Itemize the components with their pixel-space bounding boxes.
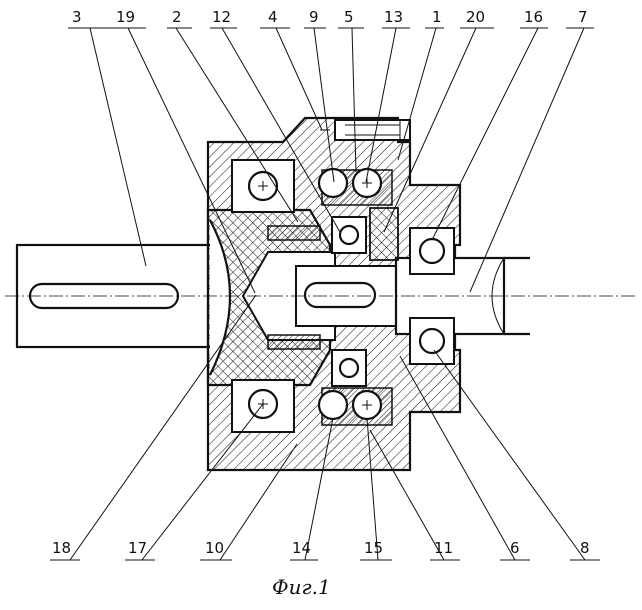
label-15: 15 xyxy=(364,539,383,557)
label-7: 7 xyxy=(578,8,588,26)
label-16: 16 xyxy=(524,8,543,26)
label-6: 6 xyxy=(510,539,520,557)
label-2: 2 xyxy=(172,8,182,26)
label-9: 9 xyxy=(309,8,319,26)
small-bearing-top xyxy=(332,217,366,253)
balls-bottom xyxy=(319,388,392,425)
label-19: 19 xyxy=(116,8,135,26)
small-bearing-bottom xyxy=(332,350,366,386)
label-10: 10 xyxy=(205,539,224,557)
label-1: 1 xyxy=(432,8,442,26)
label-13: 13 xyxy=(384,8,403,26)
label-8: 8 xyxy=(580,539,590,557)
label-5: 5 xyxy=(344,8,354,26)
label-11: 11 xyxy=(434,539,453,557)
eccentric-disc xyxy=(370,208,398,260)
label-3: 3 xyxy=(72,8,82,26)
label-18: 18 xyxy=(52,539,71,557)
bearing-left-bottom xyxy=(232,380,294,432)
label-12: 12 xyxy=(212,8,231,26)
balls-top xyxy=(319,169,392,205)
label-4: 4 xyxy=(268,8,278,26)
label-20: 20 xyxy=(466,8,485,26)
bearing-right-bottom xyxy=(410,318,454,364)
label-14: 14 xyxy=(292,539,311,557)
bearing-left-top xyxy=(232,160,294,212)
figure-caption: Фиг.1 xyxy=(272,575,331,599)
bearing-right-top xyxy=(410,228,454,274)
label-17: 17 xyxy=(128,539,147,557)
